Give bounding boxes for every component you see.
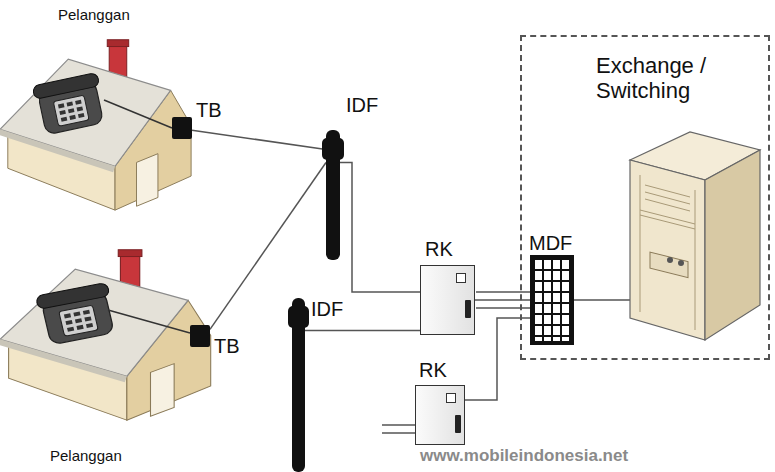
node-label: IDF [311,298,343,321]
node-label: RK [425,238,453,261]
node-label: Exchange / Switching [596,53,764,104]
watermark: www.mobileindonesia.net [420,446,628,466]
exchange-region: Exchange / SwitchingMDF [520,35,770,360]
node-label: Pelanggan [50,447,122,464]
node-label: MDF [529,232,572,255]
cable-line [210,163,326,330]
customer-house: Pelanggan [0,240,215,425]
idf-pole: IDF [292,298,305,472]
mdf-frame: MDF [530,255,574,345]
cable-line [340,163,420,293]
rk-cabinet: RK [420,265,475,335]
node-label: RK [419,359,447,382]
terminal-box: TB [172,117,192,139]
rk-cabinet: RK [415,385,465,445]
cable-line [305,330,420,332]
node-label: TB [196,99,222,122]
idf-pole: IDF [326,130,340,260]
node-label: IDF [346,94,378,117]
node-label: Pelanggan [58,6,130,23]
cable-line [192,130,326,149]
customer-house: Pelanggan [0,30,195,215]
node-label: TB [214,335,240,358]
terminal-box: TB [190,325,210,347]
